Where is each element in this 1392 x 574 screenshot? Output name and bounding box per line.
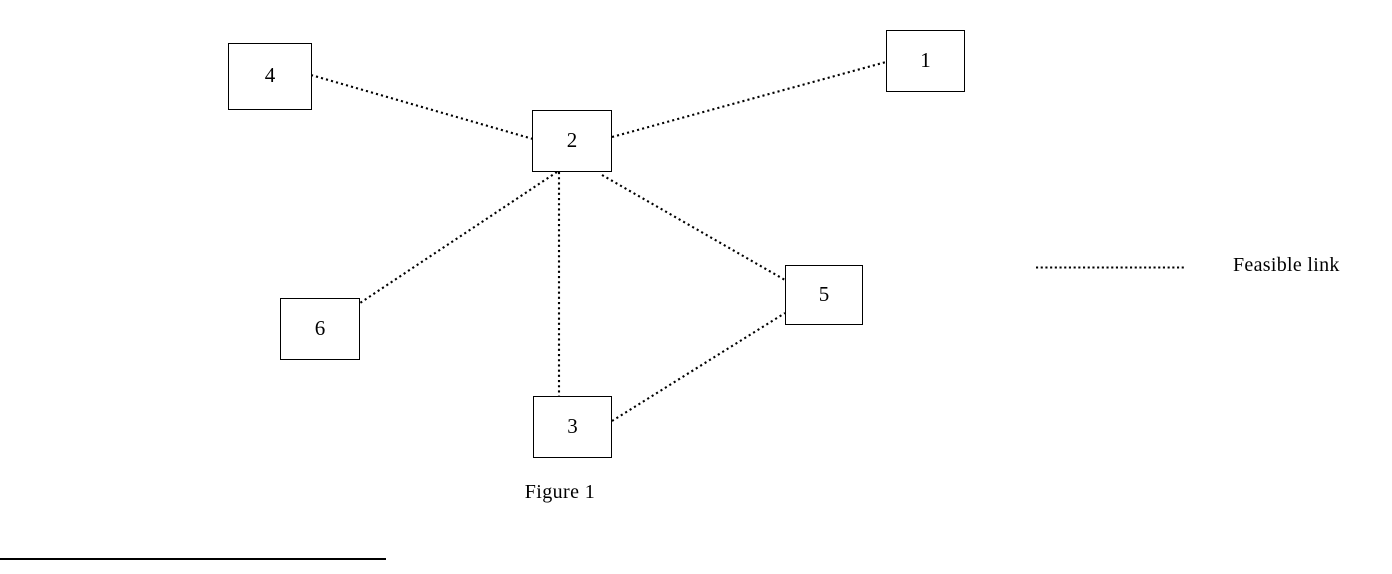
node-label-5: 5 — [818, 281, 830, 306]
node-label-4: 4 — [264, 63, 276, 87]
link-3-5 — [611, 312, 786, 422]
legend: Feasible link — [1030, 254, 1370, 294]
node-box-1[interactable]: 1 — [886, 30, 965, 92]
node-label-1: 1 — [920, 47, 931, 72]
node-box-6[interactable]: 6 — [280, 298, 360, 360]
node-box-2[interactable]: 2 — [532, 110, 612, 172]
link-2-5 — [601, 174, 786, 281]
figure-caption: Figure 1 — [524, 481, 596, 503]
node-label-3: 3 — [567, 413, 578, 438]
node-label-6: 6 — [314, 315, 326, 340]
node-label-2: 2 — [566, 127, 578, 152]
link-4-2 — [310, 73, 534, 141]
node-box-3[interactable]: 3 — [533, 396, 612, 458]
node-box-4[interactable]: 4 — [228, 43, 312, 110]
link-2-1 — [611, 60, 887, 139]
footnote-separator-rule — [0, 558, 386, 560]
link-2-6 — [359, 171, 558, 304]
dotted-line-swatch — [1036, 266, 1186, 269]
legend-label: Feasible link — [1233, 254, 1340, 276]
node-box-5[interactable]: 5 — [785, 265, 863, 325]
